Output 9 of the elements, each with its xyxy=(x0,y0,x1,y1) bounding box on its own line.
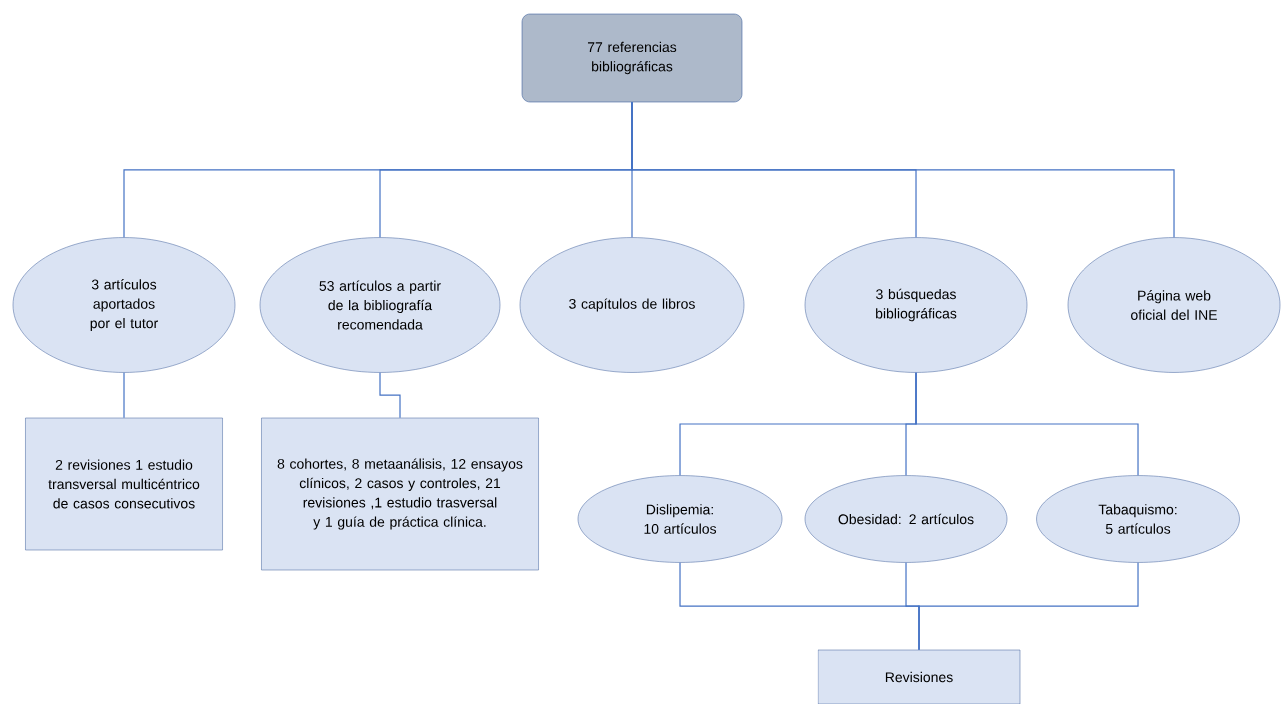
content-box: Revisiones xyxy=(817,649,1021,704)
content-box: 2 revisiones 1 estudio transversal multicéntrico de casos consecutivos xyxy=(25,417,223,551)
connector-line xyxy=(631,101,1175,238)
connector-line xyxy=(915,372,1139,476)
connector-line xyxy=(379,372,401,419)
content-box: 8 cohortes, 8 metaanálisis, 12 ensayos clínicos, 2 casos y controles, 21 revisiones ,1 estudio trasversal y 1 guía de práctica clínica. xyxy=(261,417,539,571)
connector-line xyxy=(918,562,1139,651)
root-box: 77 referencias bibliográficas xyxy=(521,13,743,103)
connector-line xyxy=(123,372,125,419)
